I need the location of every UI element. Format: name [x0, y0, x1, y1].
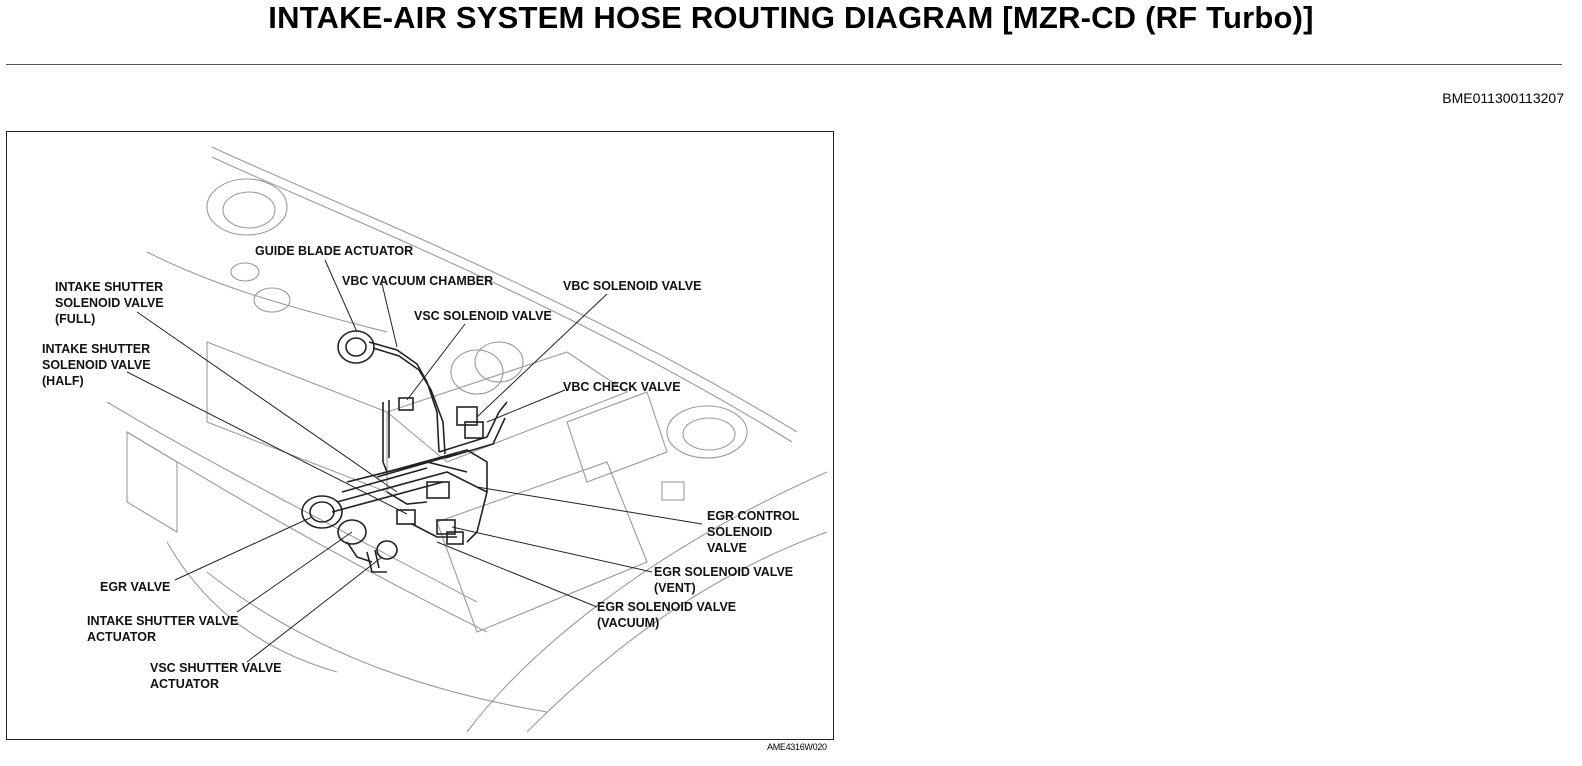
label-vbc-vacuum-chamber: VBC VACUUM CHAMBER: [342, 274, 493, 288]
page-title: INTAKE-AIR SYSTEM HOSE ROUTING DIAGRAM […: [268, 0, 1314, 35]
label-vbc-solenoid-valve: VBC SOLENOID VALVE: [563, 279, 701, 293]
figure-code: AME4316W020: [767, 742, 827, 752]
label-intake-shutter-solenoid-full: INTAKE SHUTTER SOLENOID VALVE (FULL): [55, 280, 167, 326]
label-vsc-solenoid-valve: VSC SOLENOID VALVE: [414, 309, 552, 323]
hose-routing-diagram: GUIDE BLADE ACTUATOR VBC VACUUM CHAMBER …: [6, 131, 834, 740]
label-vsc-shutter-valve-actuator: VSC SHUTTER VALVE ACTUATOR: [150, 661, 285, 691]
label-egr-solenoid-valve-vacuum: EGR SOLENOID VALVE (VACUUM): [597, 600, 740, 630]
label-vbc-check-valve: VBC CHECK VALVE: [563, 380, 681, 394]
engine-bay-drawing: GUIDE BLADE ACTUATOR VBC VACUUM CHAMBER …: [42, 146, 828, 733]
document-id: BME011300113207: [1442, 90, 1564, 106]
label-intake-shutter-valve-actuator: INTAKE SHUTTER VALVE ACTUATOR: [87, 614, 242, 644]
label-intake-shutter-solenoid-half: INTAKE SHUTTER SOLENOID VALVE (HALF): [42, 342, 154, 388]
title-divider: [6, 64, 1562, 65]
label-egr-valve: EGR VALVE: [100, 580, 170, 594]
label-egr-control-solenoid-valve: EGR CONTROL SOLENOID VALVE: [707, 509, 803, 555]
label-guide-blade-actuator: GUIDE BLADE ACTUATOR: [255, 244, 413, 258]
label-egr-solenoid-valve-vent: EGR SOLENOID VALVE (VENT): [654, 565, 797, 595]
